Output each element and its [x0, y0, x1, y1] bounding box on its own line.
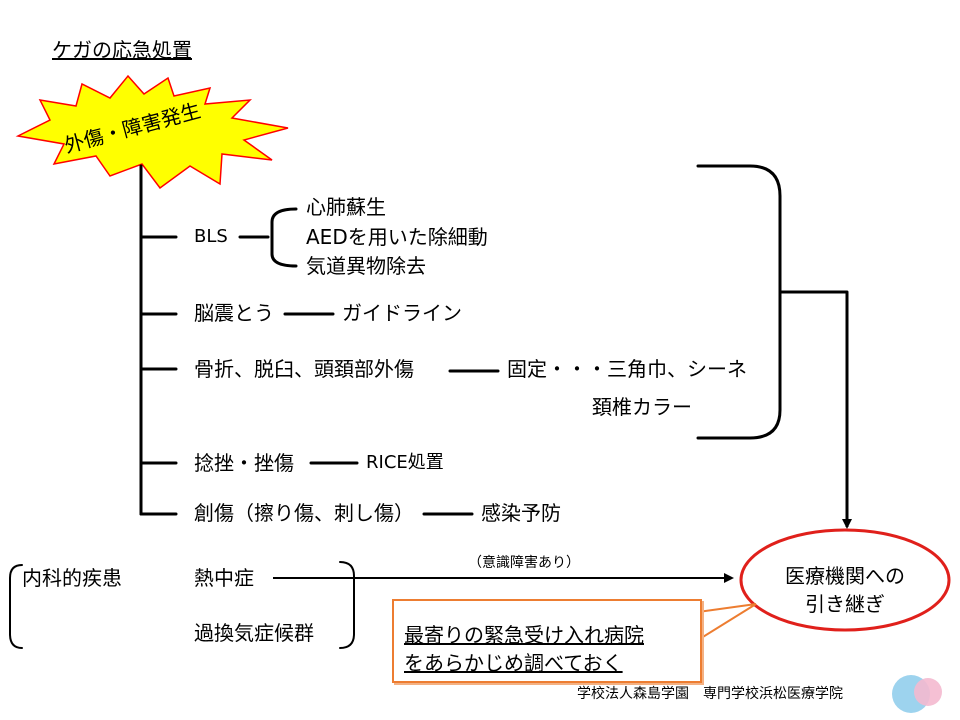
heatstroke-label: 熱中症: [194, 566, 254, 590]
starburst-shape: [15, 74, 289, 190]
note-line2: をあらかじめ調べておく: [404, 651, 623, 675]
handover-ellipse: [739, 528, 951, 632]
fracture-label: 骨折、脱臼、頭頚部外傷: [194, 357, 414, 381]
internal-medicine-label: 内科的疾患: [22, 566, 122, 590]
handover-line2: 引き継ぎ: [805, 592, 885, 616]
bls-airway: 気道異物除去: [306, 254, 426, 278]
bls-label: BLS: [194, 226, 228, 247]
collar-label: 頚椎カラー: [592, 395, 692, 419]
hyperventilation-label: 過換気症候群: [194, 621, 314, 645]
fix-label: 固定・・・三角巾、シーネ: [507, 357, 747, 381]
consciousness-note: （意識障害あり）: [468, 555, 580, 571]
guideline-label: ガイドライン: [342, 301, 462, 325]
page-title: ケガの応急処置: [52, 38, 192, 62]
rice-label: RICE処置: [366, 452, 444, 473]
bls-cpr: 心肺蘇生: [306, 195, 386, 219]
note-line1: 最寄りの緊急受け入れ病院: [404, 623, 644, 647]
footer-school-name: 学校法人森島学園 専門学校浜松医療学院: [577, 686, 843, 702]
handover-label: 医療機関への 引き継ぎ: [745, 562, 945, 618]
hospital-note: 最寄りの緊急受け入れ病院 をあらかじめ調べておく: [392, 599, 702, 683]
handover-line1: 医療機関への: [785, 564, 905, 588]
bls-aed: AEDを用いた除細動: [306, 225, 488, 249]
wound-label: 創傷（擦り傷、刺し傷）: [194, 501, 414, 525]
logo-pink-circle: [914, 678, 942, 706]
infection-label: 感染予防: [481, 501, 561, 525]
sprain-label: 捻挫・挫傷: [194, 451, 294, 475]
concussion-label: 脳震とう: [194, 301, 274, 325]
